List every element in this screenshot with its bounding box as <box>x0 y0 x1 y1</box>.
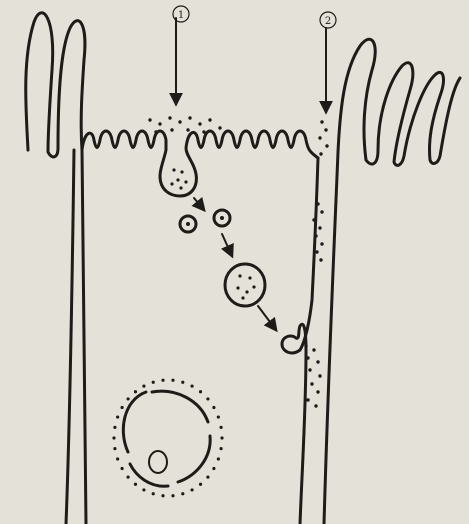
pit-vesicle-content <box>170 168 187 189</box>
label-pathway-1: 1 <box>173 6 189 22</box>
large-vesicle <box>225 264 265 306</box>
vesicles <box>180 210 265 306</box>
central-cell <box>82 131 338 524</box>
label-pathway-2: 2 <box>320 12 336 28</box>
right-neighbor-cell <box>338 39 460 165</box>
svg-text:1: 1 <box>178 10 184 21</box>
tracer-particles <box>112 116 328 497</box>
svg-text:2: 2 <box>325 16 331 27</box>
transport-arrows <box>176 18 326 330</box>
left-neighbor-cell <box>26 13 85 524</box>
nucleus <box>123 391 210 486</box>
cell-right-membrane <box>282 158 318 524</box>
cell-left-membrane <box>82 150 86 524</box>
nucleolus <box>149 451 167 473</box>
microvillus-border <box>82 131 318 196</box>
neighbor-membrane <box>324 152 338 524</box>
